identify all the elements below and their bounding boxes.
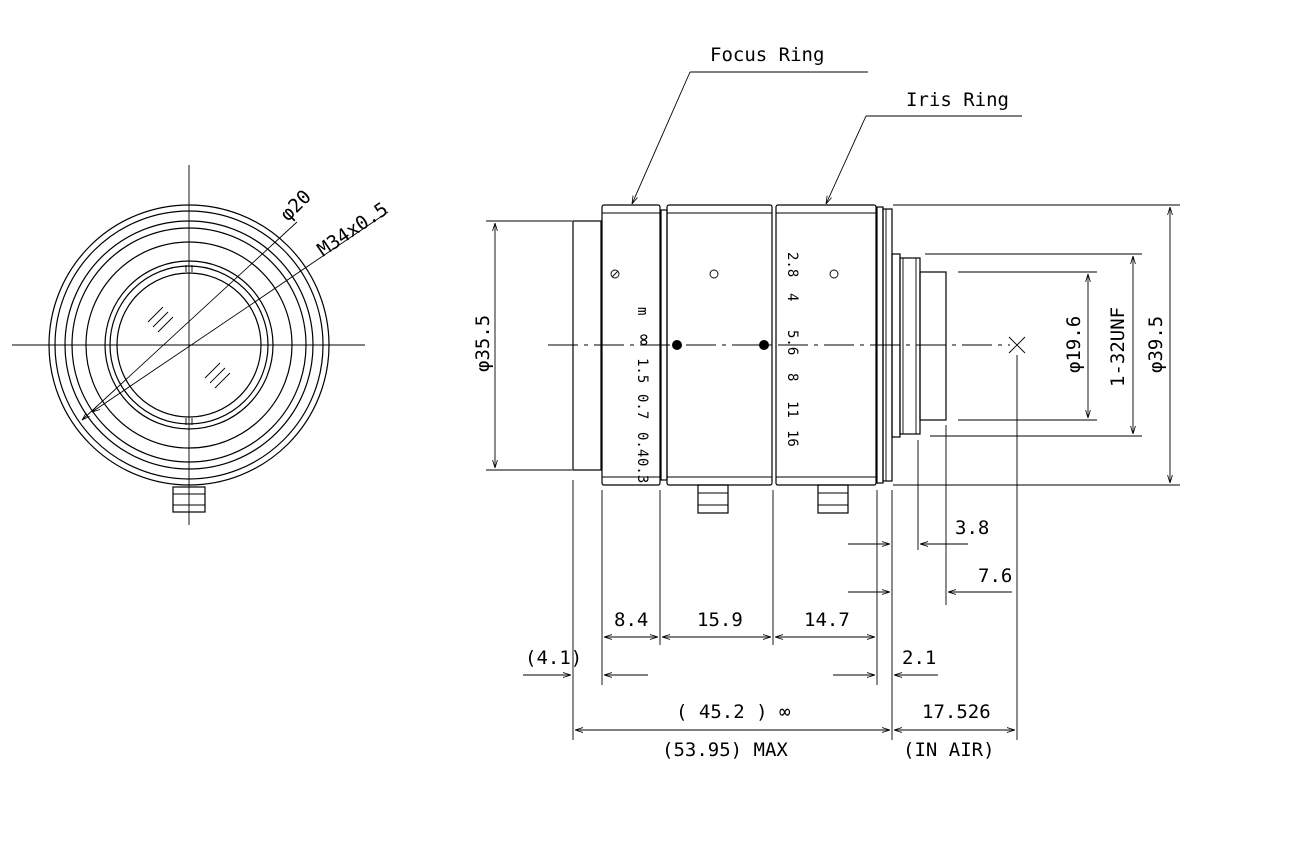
focus-scale-0-7: 0.7 <box>634 394 650 419</box>
focus-scale-1-5: 1.5 <box>634 358 650 383</box>
focus-scale-0-4: 0.4 <box>634 432 650 457</box>
iris-scale-5-6: 5.6 <box>784 330 800 355</box>
focus-scale-unit: m <box>634 307 650 315</box>
dim-outer-diameter: φ39.5 <box>1145 316 1167 373</box>
iris-scale-8: 8 <box>784 373 800 381</box>
front-diameter-label: φ20 <box>276 186 316 226</box>
dim-mount-diameter: φ19.6 <box>1063 316 1085 373</box>
dim-mount-thread: 1-32UNF <box>1107 307 1129 387</box>
dim-in-air: (IN AIR) <box>903 739 995 761</box>
dim-45-2: ( 45.2 ) ∞ <box>676 701 790 723</box>
dim-7-6: 7.6 <box>978 565 1012 587</box>
dim-left-diameter: φ35.5 <box>472 315 494 372</box>
dimensions: φ35.5 φ19.6 1-32UNF φ39.5 3.8 7.6 <box>472 204 1180 761</box>
dim-15-9: 15.9 <box>697 609 743 631</box>
dim-2-1: 2.1 <box>902 647 936 669</box>
dim-8-4: 8.4 <box>614 609 648 631</box>
iris-scale-16: 16 <box>784 430 800 447</box>
callouts: Focus Ring Iris Ring <box>632 44 1022 204</box>
dim-17-526: 17.526 <box>922 701 991 723</box>
focus-scale-0-3: 0.3 <box>634 458 650 483</box>
front-view: φ20 M34x0.5 <box>12 165 392 525</box>
dim-3-8: 3.8 <box>955 517 989 539</box>
iris-ring-callout: Iris Ring <box>906 89 1009 111</box>
dim-53-95: (53.95) MAX <box>662 739 788 761</box>
side-view: m ∞ 1.5 0.7 0.4 0.3 2.8 4 5.6 8 11 16 <box>548 204 1026 514</box>
dim-4-1: (4.1) <box>525 647 582 669</box>
front-thread-label: M34x0.5 <box>313 198 392 261</box>
iris-scale-2-8: 2.8 <box>784 252 800 277</box>
focus-scale-infinity: ∞ <box>633 334 655 345</box>
iris-scale-4: 4 <box>784 293 800 301</box>
focus-ring-callout: Focus Ring <box>710 44 824 66</box>
iris-scale-11: 11 <box>784 401 800 418</box>
dim-14-7: 14.7 <box>804 609 850 631</box>
